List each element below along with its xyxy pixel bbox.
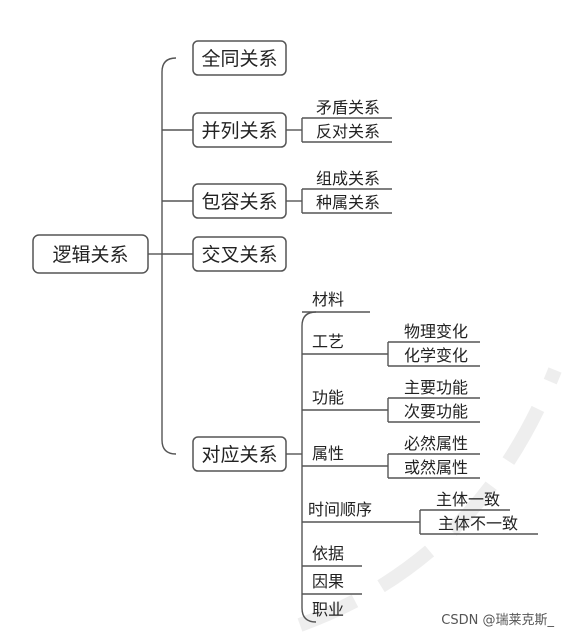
leaf-label: 矛盾关系 (316, 98, 380, 117)
root-node: 逻辑关系 (32, 234, 149, 274)
watermark-curve (297, 367, 562, 632)
connector-lines (148, 57, 538, 623)
leaf-label: 主体不一致 (438, 514, 518, 533)
branch-node-box (192, 183, 287, 219)
leaf-label: 功能 (312, 388, 344, 407)
branch-node-label: 交叉关系 (201, 244, 277, 266)
watermark-text: CSDN @瑞莱克斯_ (441, 613, 554, 628)
leaf-label: 组成关系 (316, 169, 380, 188)
leaf-label: 因果 (312, 572, 344, 591)
root-node-label: 逻辑关系 (52, 244, 128, 266)
leaf-label: 主要功能 (404, 378, 468, 397)
branch-node-label: 全同关系 (201, 48, 277, 70)
leaf-label: 必然属性 (404, 434, 468, 453)
branch-node-binglie: 并列关系 (192, 112, 287, 148)
branch-node-box (192, 40, 287, 76)
leaf-label: 属性 (312, 444, 344, 463)
leaf-label: 职业 (312, 600, 344, 619)
branch-node-box (192, 112, 287, 148)
leaf-label: 化学变化 (404, 346, 468, 365)
branch-node-label: 包容关系 (201, 191, 277, 213)
branch-node-label: 并列关系 (201, 120, 277, 142)
leaf-label: 反对关系 (316, 122, 380, 141)
branch-node-label: 对应关系 (201, 444, 277, 466)
branch-node-baorong: 包容关系 (192, 183, 287, 219)
branch-node-jiaocha: 交叉关系 (192, 236, 287, 272)
leaf-label: 依据 (312, 544, 344, 563)
root-node-box (32, 234, 149, 274)
leaf-label: 材料 (312, 290, 344, 309)
branch-node-duiying: 对应关系 (192, 436, 287, 472)
leaf-label: 主体一致 (436, 490, 500, 509)
branch-node-quantong: 全同关系 (192, 40, 287, 76)
branch-node-box (192, 436, 287, 472)
leaf-label: 时间顺序 (308, 500, 372, 519)
leaf-label: 物理变化 (404, 322, 468, 341)
leaf-label: 或然属性 (404, 458, 468, 477)
branch-node-box (192, 236, 287, 272)
leaf-label: 工艺 (312, 332, 344, 351)
leaf-label: 种属关系 (316, 193, 380, 212)
leaf-label: 次要功能 (404, 402, 468, 421)
